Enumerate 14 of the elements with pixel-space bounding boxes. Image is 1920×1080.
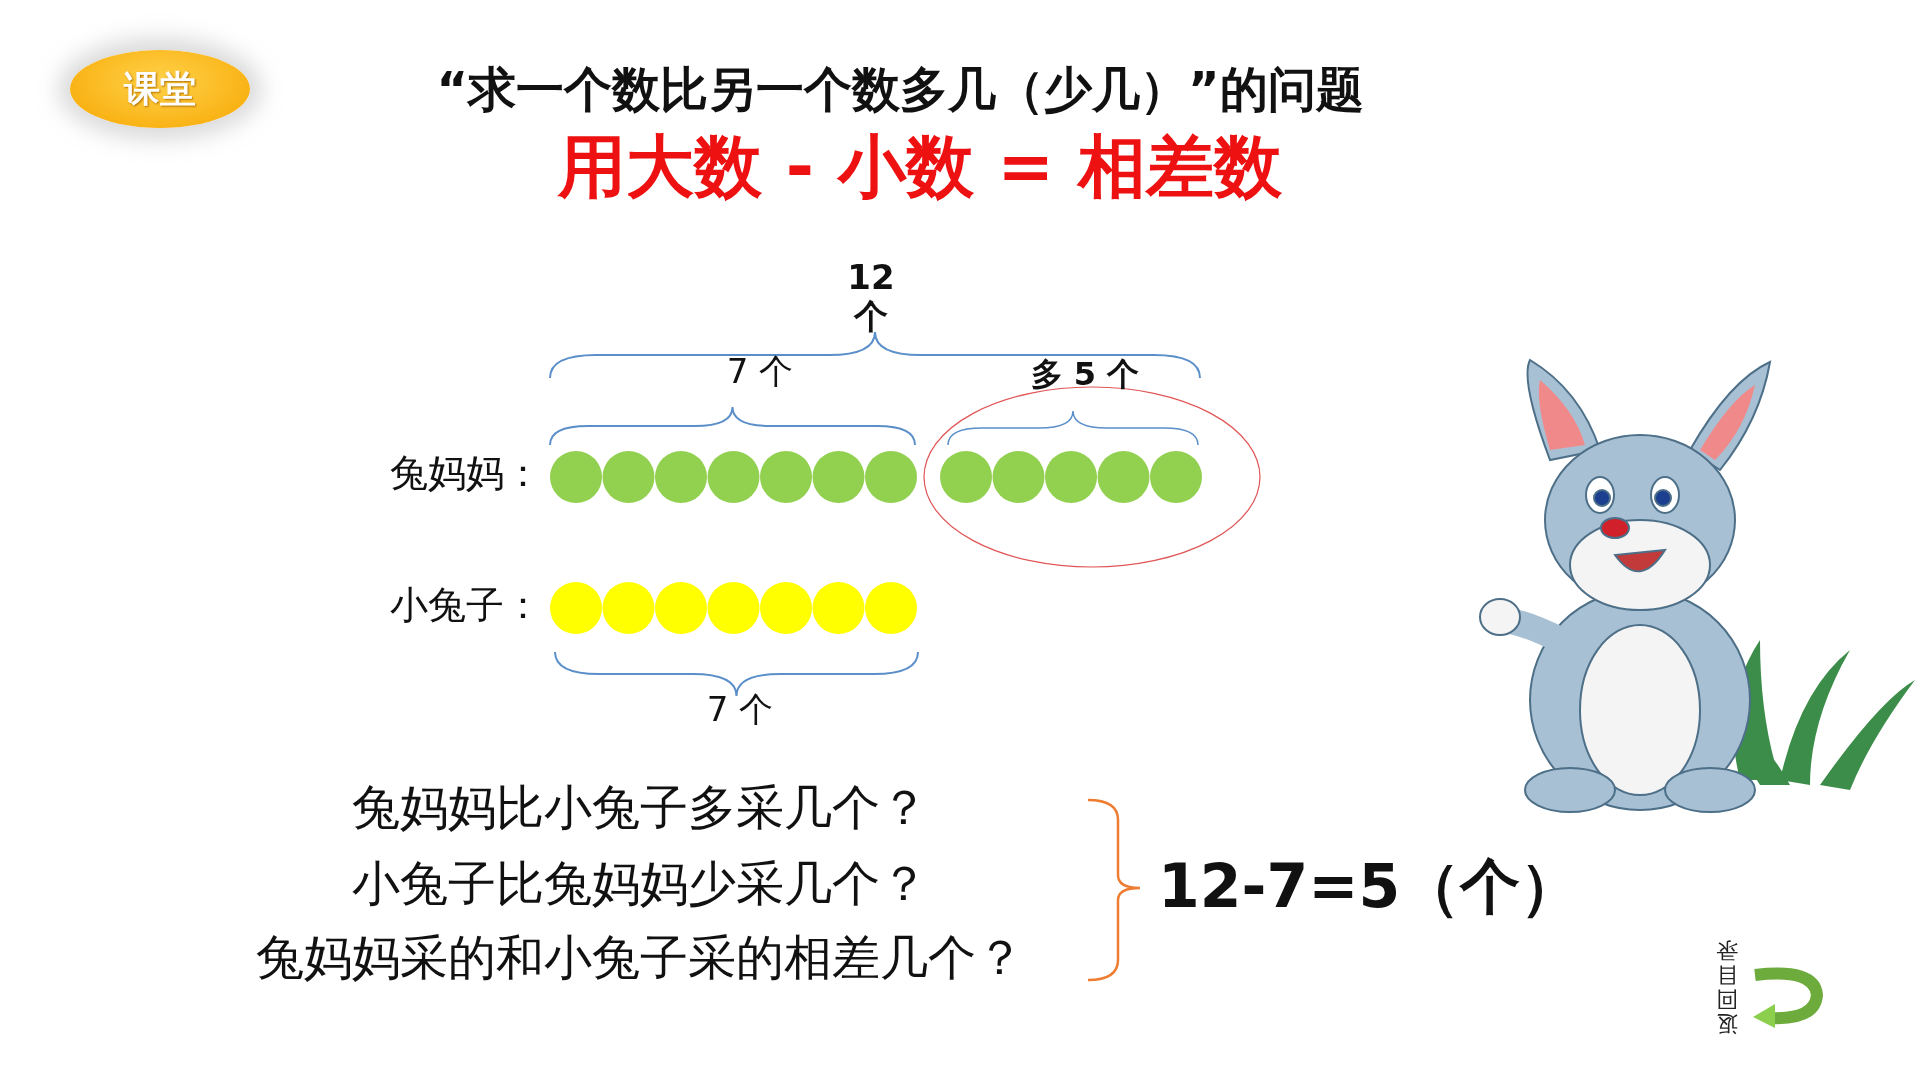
back-link-text: 返回目录 <box>1716 938 1738 1035</box>
row-label: 兔妈妈： <box>390 452 543 496</box>
count-label: 7 个 <box>725 352 795 392</box>
badge-text: 课堂 <box>124 66 196 111</box>
count-label: 多 5 个 <box>1029 356 1141 393</box>
answer-equation: 12-7=5（个） <box>1158 852 1582 921</box>
row-label: 小兔子： <box>390 584 543 628</box>
title-text: “求一个数比另一个数多几（少几）”的问题 <box>435 60 1365 119</box>
question-text: 小兔子比兔妈妈少采几个？ <box>351 856 929 912</box>
formula-text: 用大数 - 小数 = 相差数 <box>556 128 1283 207</box>
number-label: 12个 <box>846 258 896 337</box>
question-text: 兔妈妈采的和小兔子采的相差几个？ <box>255 930 1025 986</box>
count-label: 7 个 <box>705 690 775 730</box>
question-text: 兔妈妈比小兔子多采几个？ <box>351 780 929 836</box>
